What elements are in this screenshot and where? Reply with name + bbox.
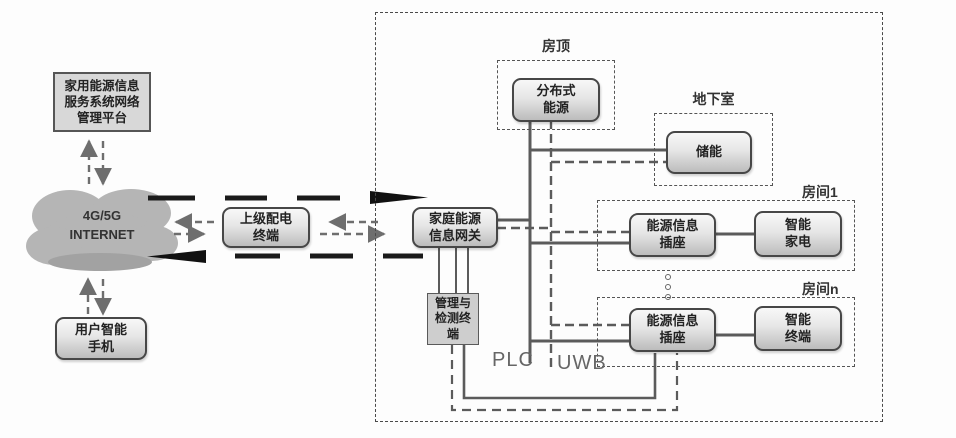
basement-label: 地下室 [654, 89, 773, 109]
plc-bus-label: PLC [492, 349, 534, 372]
room1-appliance-label: 智能 家电 [784, 217, 811, 249]
roof-label: 房顶 [497, 36, 615, 56]
room1-appliance-box: 智能 家电 [754, 211, 842, 257]
user-phone-label: 用户智能 手机 [74, 321, 127, 354]
roomn-region [597, 297, 855, 367]
roomn-label-text: 房间n [802, 281, 839, 297]
management-terminal-label: 管理与 检测终 端 [434, 295, 471, 341]
roomn-terminal-label: 智能 终端 [784, 311, 811, 344]
room1-label-text: 房间1 [802, 184, 838, 200]
storage-label: 储能 [695, 144, 722, 160]
platform-box: 家用能源信息 服务系统网络 管理平台 [53, 72, 151, 132]
ellipsis-dot [665, 294, 671, 300]
internet-cloud-shape [26, 189, 178, 271]
room1-label: 房间1 [802, 182, 838, 202]
upstream-terminal-box: 上级配电 终端 [222, 207, 310, 248]
power-line-dashes [148, 195, 423, 259]
room1-socket-box: 能源信息 插座 [629, 213, 716, 257]
dashed-structure-lines [497, 120, 667, 370]
roomn-terminal-box: 智能 终端 [754, 306, 842, 351]
platform-label: 家用能源信息 服务系统网络 管理平台 [64, 78, 140, 126]
gateway-box: 家庭能源 信息网关 [412, 207, 498, 248]
power-flow-arrow-right [370, 191, 428, 204]
room1-region [597, 200, 855, 271]
mgmt-loop-solid [462, 345, 657, 400]
house-boundary [375, 12, 883, 422]
user-phone-box: 用户智能 手机 [55, 317, 147, 360]
distributed-energy-label: 分布式 能源 [536, 83, 576, 115]
gateway-label: 家庭能源 信息网关 [428, 210, 481, 243]
solid-structure-lines [497, 120, 754, 363]
room1-socket-label: 能源信息 插座 [646, 218, 699, 250]
internet-cloud-label: 4G/5G INTERNET [69, 208, 135, 242]
ellipsis-dot [665, 284, 671, 290]
roof-label-text: 房顶 [542, 38, 570, 54]
management-terminal-box: 管理与 检测终 端 [427, 293, 479, 345]
roomn-label: 房间n [802, 279, 839, 299]
uwb-bus-label: UWB [557, 352, 607, 375]
uwb-label-text: UWB [557, 352, 607, 374]
power-flow-arrow-left [147, 250, 206, 263]
comm-dashed-arrows [79, 139, 386, 316]
roomn-socket-box: 能源信息 插座 [629, 308, 716, 352]
basement-label-text: 地下室 [692, 91, 735, 107]
distributed-energy-box: 分布式 能源 [512, 78, 600, 122]
upstream-terminal-label: 上级配电 终端 [239, 210, 292, 243]
gateway-mgmt-links [438, 247, 469, 293]
rooms-ellipsis-dots [665, 274, 671, 300]
roomn-socket-label: 能源信息 插座 [646, 313, 699, 345]
mgmt-loop-dashed [450, 345, 679, 412]
ellipsis-dot [665, 274, 671, 280]
storage-box: 储能 [666, 131, 752, 174]
basement-region [654, 113, 773, 186]
plc-label-text: PLC [492, 349, 534, 371]
roof-region [497, 60, 615, 130]
